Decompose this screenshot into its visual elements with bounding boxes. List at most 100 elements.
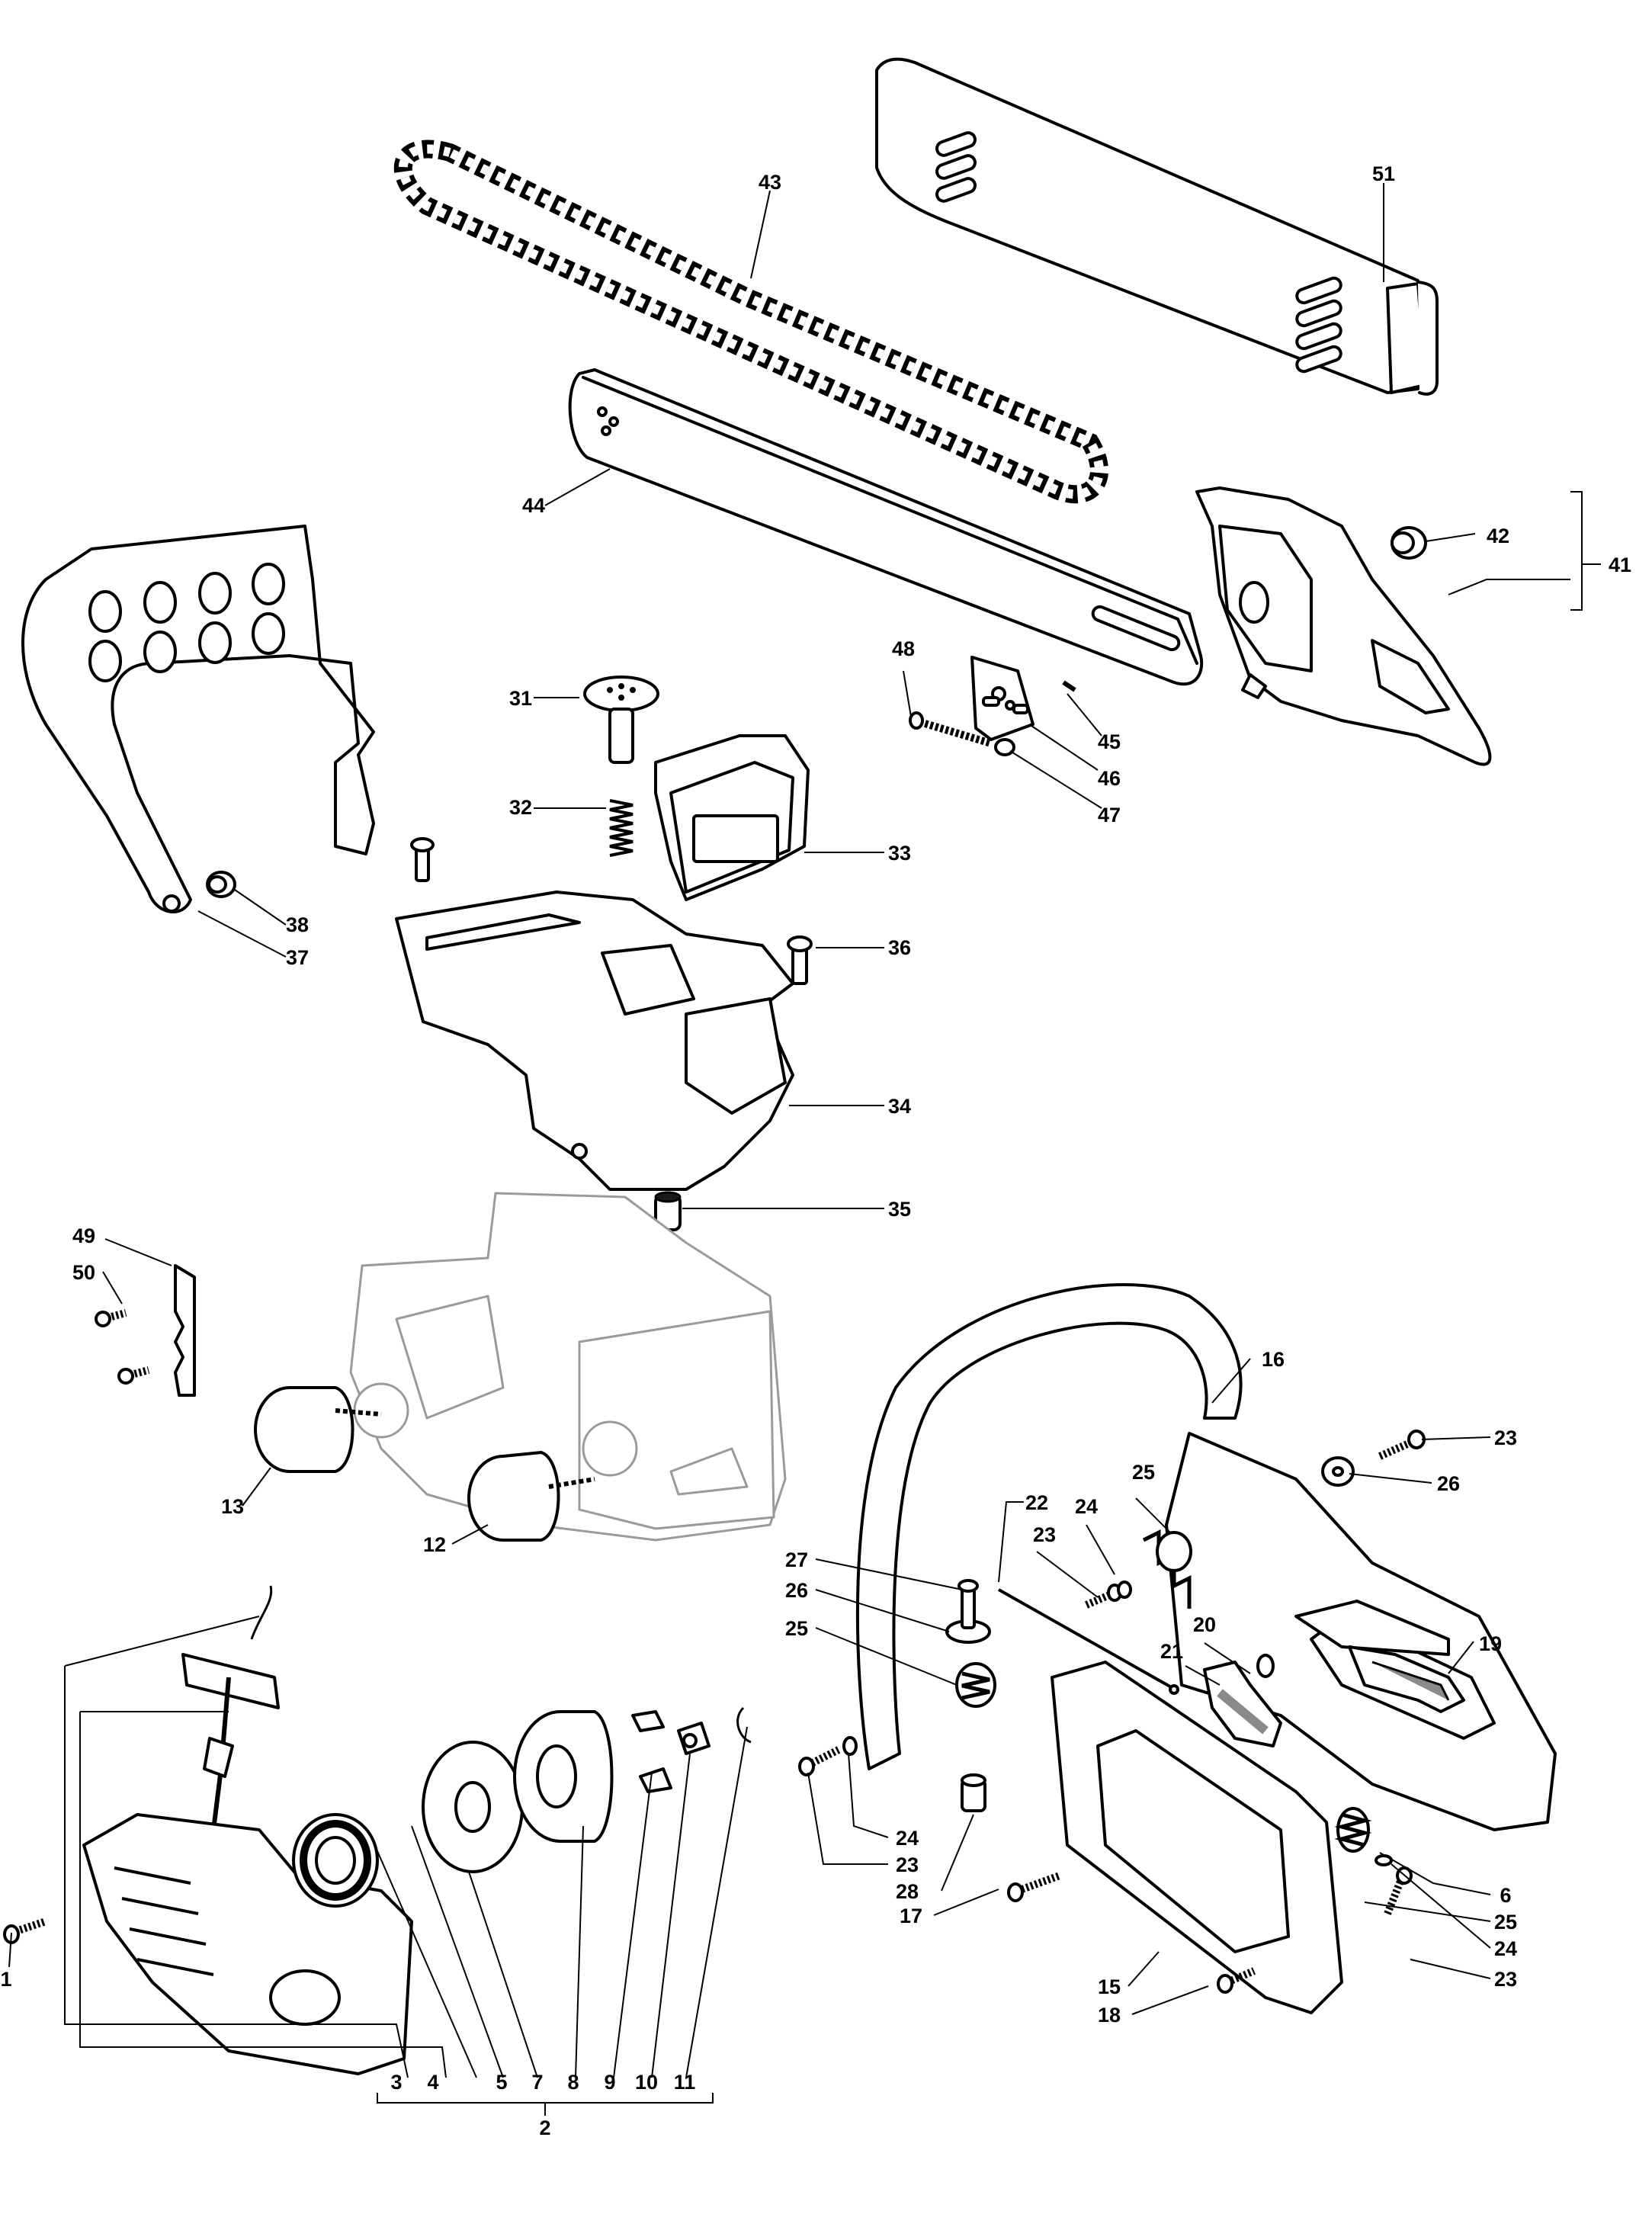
callout-labels: 43 51 44 42 41 48 45 46 47 31 32 33 36 3… [0, 162, 1631, 2139]
screw-18 [1217, 1967, 1256, 1994]
screw-50b [117, 1366, 150, 1385]
guide-bar [568, 368, 1204, 686]
callout-43: 43 [759, 171, 781, 194]
callout-4: 4 [427, 2071, 438, 2094]
callout-18: 18 [1098, 2004, 1121, 2027]
screw-27 [958, 1579, 979, 1629]
callout-45: 45 [1098, 730, 1121, 753]
washer-26a [1321, 1456, 1355, 1487]
callout-25-mid: 25 [785, 1617, 808, 1640]
callout-37: 37 [286, 946, 309, 969]
clip-11 [736, 1706, 752, 1744]
button-31 [583, 676, 659, 764]
callout-25-top: 25 [1132, 1461, 1155, 1484]
pawl-9 [631, 1710, 672, 1793]
callout-46: 46 [1098, 767, 1121, 790]
starter-handle [181, 1585, 280, 1831]
sprocket-cover [1195, 486, 1492, 766]
part-20 [1256, 1654, 1275, 1678]
throttle-trigger-19 [1348, 1645, 1465, 1713]
washer-24a [1117, 1581, 1132, 1599]
callout-51: 51 [1372, 162, 1395, 185]
screw-45 [1062, 680, 1076, 692]
flywheel-12 [467, 1451, 595, 1542]
screw-top [410, 837, 435, 882]
screw-50a [95, 1309, 127, 1327]
callout-16: 16 [1262, 1348, 1285, 1371]
top-cover-34 [395, 891, 794, 1191]
callout-38: 38 [286, 913, 309, 936]
callout-17: 17 [900, 1905, 922, 1927]
callout-49: 49 [72, 1224, 95, 1247]
front-handle-16 [855, 1283, 1243, 1770]
callout-23-left: 23 [896, 1853, 919, 1876]
bar-cover [875, 57, 1439, 396]
screw-23b [1085, 1584, 1122, 1609]
callout-12: 12 [423, 1533, 446, 1556]
callout-13: 13 [221, 1495, 244, 1518]
bracket-49 [174, 1264, 196, 1397]
callout-41: 41 [1609, 554, 1631, 576]
callout-48: 48 [892, 637, 915, 660]
air-filter-33 [654, 734, 810, 901]
starter-housing [82, 1813, 413, 2075]
saw-chain [393, 140, 1108, 504]
screw-23c [798, 1746, 841, 1776]
callout-24-left: 24 [896, 1827, 919, 1850]
screw-36 [787, 935, 813, 985]
throttle-rod-22 [998, 1588, 1179, 1695]
spring-25c [1334, 1807, 1372, 1853]
callout-11: 11 [674, 2071, 696, 2094]
spring-25a [1142, 1529, 1192, 1609]
callout-23-bot: 23 [1494, 1968, 1517, 1991]
tensioner-nut-47 [994, 738, 1015, 756]
callout-9: 9 [604, 2071, 615, 2094]
callout-47: 47 [1098, 804, 1121, 826]
clutch-13 [254, 1386, 382, 1473]
callout-36: 36 [888, 936, 911, 959]
callout-28: 28 [896, 1880, 919, 1903]
callout-5: 5 [496, 2071, 507, 2094]
leader-lines [8, 183, 1601, 2116]
plug-35 [654, 1191, 682, 1231]
pawl-10 [677, 1722, 711, 1755]
callout-7: 7 [531, 2071, 543, 2094]
spring-32 [609, 799, 634, 857]
callout-22: 22 [1025, 1491, 1048, 1514]
callout-6: 6 [1500, 1884, 1511, 1907]
callout-27: 27 [785, 1548, 808, 1571]
nut-42 [1391, 526, 1427, 560]
callout-32: 32 [509, 796, 532, 819]
pulley-8 [513, 1710, 614, 1843]
screw-17 [1007, 1872, 1061, 1902]
washer-7 [422, 1741, 524, 1873]
screw-23a [1378, 1430, 1426, 1460]
callout-21: 21 [1160, 1640, 1183, 1663]
engine-housing [349, 1192, 787, 1542]
callout-23-top: 23 [1494, 1426, 1517, 1449]
chain-brake-handguard [21, 525, 375, 913]
screw-23d [1384, 1866, 1413, 1915]
callout-2: 2 [539, 2116, 550, 2139]
callout-33: 33 [888, 842, 911, 865]
callout-1: 1 [0, 1968, 11, 1991]
callout-23-mid: 23 [1033, 1523, 1056, 1546]
callout-31: 31 [509, 687, 532, 710]
callout-24-bot: 24 [1494, 1937, 1517, 1960]
callout-34: 34 [888, 1095, 911, 1118]
bushing-38 [206, 871, 236, 898]
callout-10: 10 [635, 2071, 658, 2094]
recoil-spring-5 [292, 1813, 379, 1908]
callout-3: 3 [390, 2071, 402, 2094]
callout-50: 50 [72, 1261, 95, 1284]
callout-20: 20 [1193, 1613, 1216, 1636]
callout-26-mid: 26 [785, 1579, 808, 1602]
tensioner-plate [970, 656, 1035, 741]
callout-15: 15 [1098, 1975, 1121, 1998]
spring-25b [955, 1662, 996, 1708]
washer-24b [842, 1736, 858, 1756]
bushing-28 [961, 1773, 986, 1812]
callout-26-top: 26 [1437, 1472, 1460, 1495]
rear-handle-cover-15 [1051, 1661, 1343, 2014]
